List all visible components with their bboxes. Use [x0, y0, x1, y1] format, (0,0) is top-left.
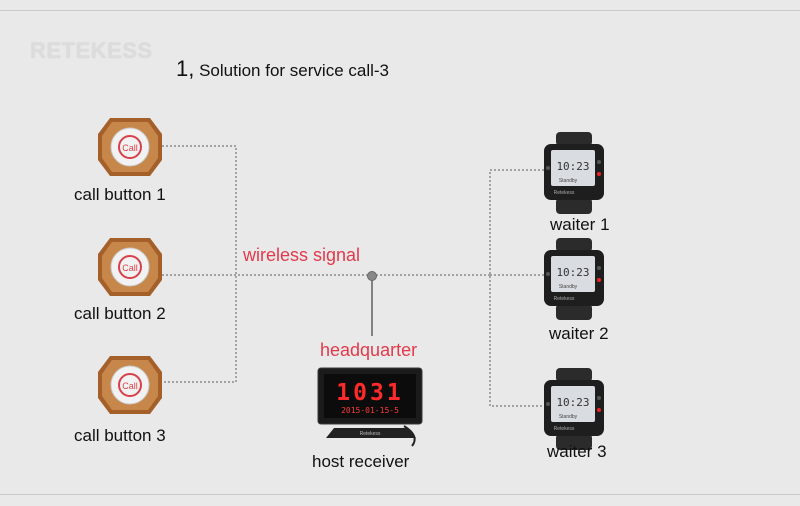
receiver-display-number: 1031 [336, 380, 403, 406]
wireless-signal-label: wireless signal [243, 245, 361, 265]
waiter-1-screen-time: 10:23 [556, 160, 589, 173]
call-button-2: Call [96, 236, 164, 303]
waiter-1-label: waiter 1 [550, 215, 610, 234]
headquarter-label: headquarter [320, 340, 418, 360]
waiters-bus-line [489, 169, 544, 407]
call-button-1-icon-text: Call [122, 143, 138, 153]
receiver-stand-brand: Retekess [360, 431, 381, 437]
call-button-3-label: call button 3 [74, 426, 166, 445]
waiter-3-strap-brand: Retekess [554, 426, 575, 432]
waiter-2-label: waiter 2 [549, 324, 609, 343]
call-button-3: Call [96, 354, 164, 421]
top-border [0, 10, 800, 11]
waiter-2-strap-brand: Retekess [554, 296, 575, 302]
waiter-1-watch: 10:23 Standby Retekess [542, 132, 608, 219]
host-receiver: 1031 2015-01-15-5 Retekess [316, 366, 428, 453]
call-button-2-label: call button 2 [74, 304, 166, 323]
waiter-2-watch: 10:23 Standby Retekess [542, 238, 608, 325]
title-text: Solution for service call-3 [194, 61, 389, 80]
waiter-3-screen-text: Standby [559, 414, 578, 420]
waiter-3-label: waiter 3 [547, 442, 607, 461]
bottom-border [0, 494, 800, 495]
host-receiver-label: host receiver [312, 452, 410, 471]
brand-logo: RETEKESS [30, 38, 153, 63]
waiter-3-screen-time: 10:23 [556, 396, 589, 409]
diagram-title: 1, Solution for service call-3 [176, 56, 389, 82]
waiter-2-screen-text: Standby [559, 284, 578, 290]
waiter-1-strap-brand: Retekess [554, 190, 575, 196]
title-number: 1, [176, 56, 195, 81]
waiter-1-screen-text: Standby [559, 178, 578, 184]
receiver-display-date: 2015-01-15-5 [341, 406, 399, 415]
call-buttons-bus-line [160, 145, 237, 383]
call-button-1: Call [96, 116, 164, 183]
call-button-2-icon-text: Call [122, 263, 138, 273]
waiter-3-watch: 10:23 Standby Retekess [542, 368, 608, 455]
call-button-3-icon-text: Call [122, 381, 138, 391]
signal-node [367, 271, 377, 281]
waiter-2-screen-time: 10:23 [556, 266, 589, 279]
call-button-1-label: call button 1 [74, 185, 166, 204]
